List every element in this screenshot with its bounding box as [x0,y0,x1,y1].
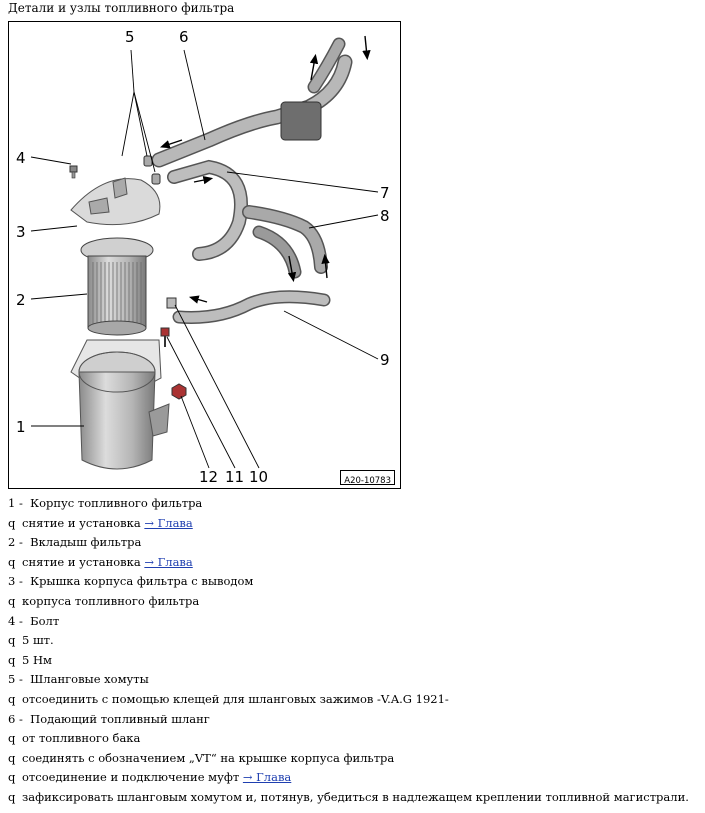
bullet-marker: q [8,652,16,667]
bullet-marker: q [8,593,16,608]
item-title: Болт [30,613,60,628]
item-bullet: q отсоединение и подключение муфт → Глава [8,770,705,790]
item-header: 5 - Шланговые хомуты [8,672,705,692]
chapter-link[interactable]: → Глава [144,515,193,530]
item-bullet: q 5 шт. [8,633,705,653]
clip-and-nut-parts [160,297,187,400]
bullet-text: от топливного бака [22,731,141,746]
filter-housing [70,339,170,470]
callout-7: 7 [380,184,390,202]
bullet-text: отсоединение и подключение муфт [22,770,243,785]
bullet-text: отсоединить с помощью клещей для шлангов… [22,691,449,706]
item-bullet: q снятие и установка → Глава [8,555,705,575]
callout-3: 3 [16,223,26,241]
item-number: 1 - [8,496,23,510]
item-bullet: q корпуса топливного фильтра [8,594,705,614]
item-header: 1 - Корпус топливного фильтра [8,496,705,516]
chapter-link[interactable]: → Глава [144,554,193,569]
page-title: Детали и узлы топливного фильтра [8,1,235,15]
callout-10: 10 [249,468,268,486]
bullet-marker: q [8,633,16,648]
item-title: Шланговые хомуты [30,672,149,687]
bullet-marker: q [8,691,16,706]
item-header: 2 - Вкладыш фильтра [8,535,705,555]
item-number: 6 - [8,711,23,726]
figure-code-box: A20-10783 [340,470,395,486]
bolt [69,165,78,179]
bullet-text: корпуса топливного фильтра [22,593,200,608]
item-title: Подающий топливный шланг [30,711,210,726]
callout-2: 2 [16,291,26,309]
item-title: Крышка корпуса фильтра с выводом [30,574,254,589]
chapter-link[interactable]: → Глава [242,770,292,785]
item-number: 2 - [8,535,23,550]
bullet-marker: q [8,789,16,804]
item-title: Вкладыш фильтра [30,535,142,550]
callout-1: 1 [16,418,26,436]
fuel-hoses [151,37,353,324]
bullet-text: снятие и установка [22,554,145,569]
item-bullet: q от топливного бака [8,731,705,751]
bullet-text: снятие и установка [22,515,145,530]
bullet-text: 5 шт. [22,633,54,648]
item-header: 3 - Крышка корпуса фильтра с выводом [8,574,705,594]
leader-lines [30,49,379,469]
bullet-text: соединять с обозначением „VT“ на крышке … [22,750,395,765]
filter-lid [70,177,161,226]
bullet-text: 5 Нм [22,652,52,667]
item-bullet: q снятие и установка → Глава [8,516,705,536]
figure-code: A20-10783 [344,476,391,486]
item-number: 4 - [8,613,23,628]
callout-12: 12 [199,468,218,486]
item-number: 5 - [8,672,23,687]
callout-5: 5 [125,28,135,46]
hose-connector-block [280,101,322,141]
item-header: 4 - Болт [8,614,705,634]
flow-arrows [160,35,371,304]
callout-9: 9 [380,351,390,369]
bullet-marker: q [8,731,16,746]
item-header: 6 - Подающий топливный шланг [8,712,705,732]
bullet-marker: q [8,554,16,569]
item-bullet: q отсоединить с помощью клещей для шланго… [8,692,705,712]
callout-8: 8 [380,207,390,225]
bullet-text: зафиксировать шланговым хомутом и, потян… [22,789,689,804]
exploded-diagram: 1 2 3 4 5 6 7 8 9 10 11 12 A20-10783 [8,21,401,489]
bullet-marker: q [8,750,16,765]
callout-6: 6 [179,28,189,46]
hose-clamps [143,155,161,185]
item-number: 3 - [8,574,23,589]
bullet-marker: q [8,770,16,785]
bullet-marker: q [8,515,16,530]
item-bullet: q соединять с обозначением „VT“ на крышке… [8,751,705,771]
callout-11: 11 [225,468,244,486]
parts-list: 1 - Корпус топливного фильтра q снятие и … [8,496,705,810]
item-bullet: q зафиксировать шланговым хомутом и, потя… [8,790,705,810]
item-title: Корпус топливного фильтра [30,496,203,510]
filter-insert [80,237,154,336]
item-bullet: q 5 Нм [8,653,705,673]
callout-4: 4 [16,149,26,167]
